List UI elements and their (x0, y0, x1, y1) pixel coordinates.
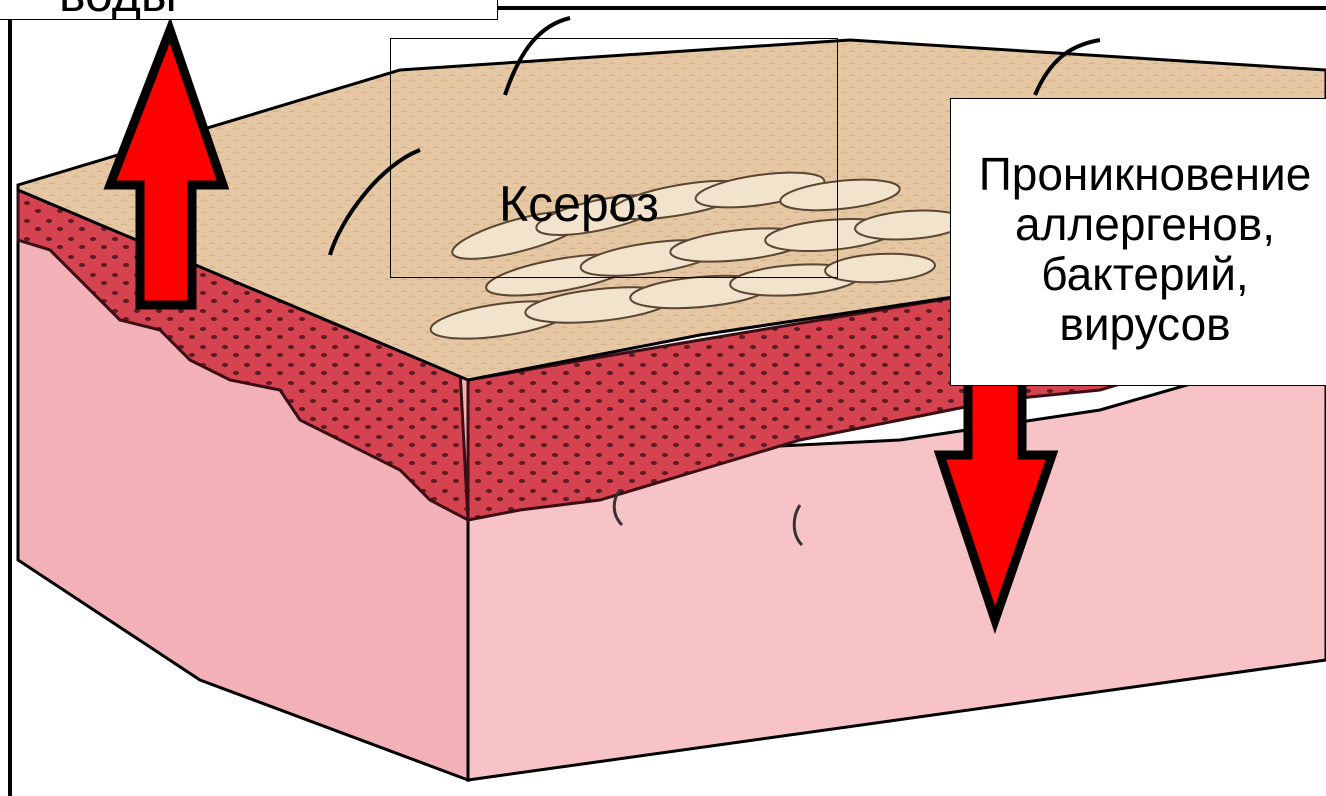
water-loss-label-box: воды (0, 0, 498, 20)
water-loss-label: воды (59, 0, 177, 20)
penetration-line-3: бактерий, (951, 249, 1326, 299)
penetration-line-4: вирусов (951, 299, 1326, 349)
penetration-label-box: Проникновение аллергенов, бактерий, виру… (950, 98, 1326, 386)
xerosis-label: Ксероз (499, 179, 659, 229)
penetration-line-2: аллергенов, (951, 199, 1326, 249)
penetration-line-1: Проникновение (951, 149, 1326, 199)
xerosis-label-box: Ксероз (390, 38, 838, 278)
